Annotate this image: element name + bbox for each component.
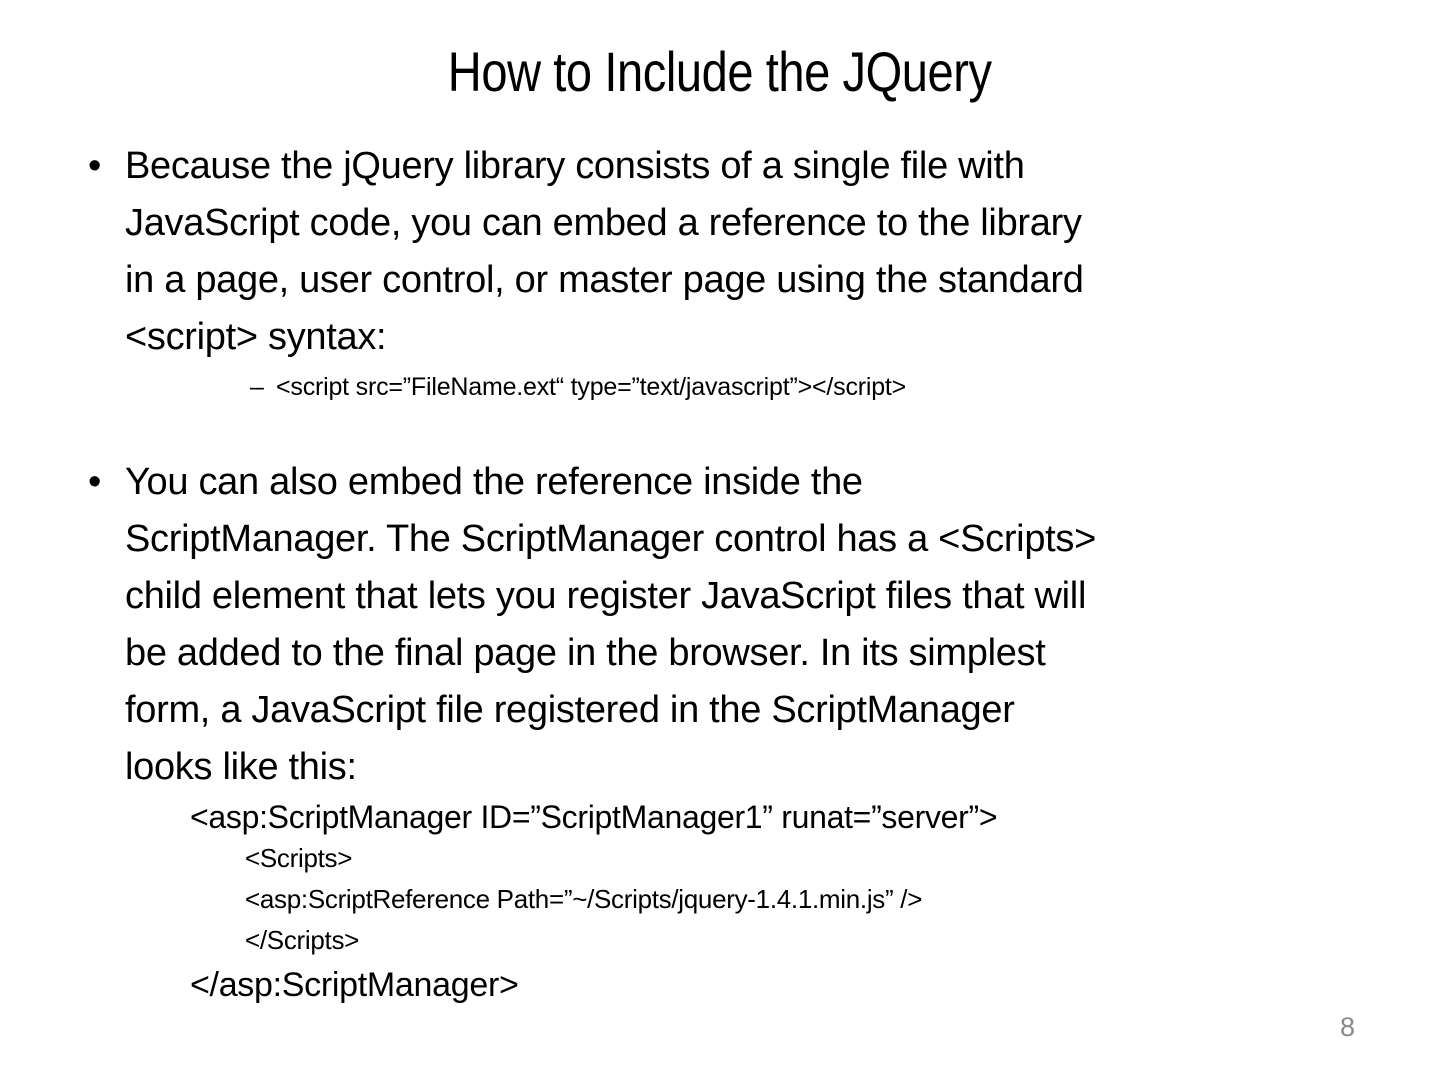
- bullet-1-line: <script> syntax:: [125, 316, 387, 358]
- bullet-2-line: looks like this:: [125, 746, 357, 788]
- code-line-scriptmanager-close: </asp:ScriptManager>: [190, 966, 519, 1004]
- slide-title-text: How to Include the JQuery: [448, 40, 992, 103]
- page-number: 8: [1339, 1012, 1355, 1042]
- code-line-scriptmanager-open: <asp:ScriptManager ID=”ScriptManager1” r…: [190, 799, 998, 835]
- bullet-item-1: • Because the jQuery library consists of…: [0, 138, 1440, 366]
- bullet-1-line: JavaScript code, you can embed a referen…: [125, 202, 1082, 244]
- bullet-dot-icon: •: [88, 145, 102, 187]
- bullet-1-line: Because the jQuery library consists of a…: [125, 145, 1025, 187]
- bullet-2-line: be added to the final page in the browse…: [125, 632, 1046, 674]
- bullet-dot-icon: •: [88, 461, 102, 503]
- bullet-2-line: You can also embed the reference inside …: [125, 461, 863, 503]
- bullet-2-line: ScriptManager. The ScriptManager control…: [125, 518, 1096, 560]
- bullet-2-line: form, a JavaScript file registered in th…: [125, 689, 1015, 731]
- slide-title: How to Include the JQuery: [0, 42, 1440, 102]
- code-line-scripts-open: <Scripts>: [245, 843, 353, 873]
- bullet-1-line: in a page, user control, or master page …: [125, 259, 1084, 301]
- dash-marker-icon: –: [250, 373, 264, 401]
- bullet-2-lines: You can also embed the reference inside …: [125, 454, 1096, 796]
- sub-bullet-code-line: – <script src=”FileName.ext“ type=”text/…: [0, 368, 1440, 406]
- sub-bullet-text: <script src=”FileName.ext“ type=”text/ja…: [276, 373, 907, 401]
- bullet-2-line: child element that lets you register Jav…: [125, 575, 1087, 617]
- bullet-item-2: • You can also embed the reference insid…: [0, 454, 1440, 796]
- code-line-scriptreference: <asp:ScriptReference Path=”~/Scripts/jqu…: [245, 884, 923, 914]
- code-line-scripts-close: </Scripts>: [245, 925, 360, 955]
- slide-body: • Because the jQuery library consists of…: [0, 138, 1440, 1009]
- code-block: <asp:ScriptManager ID=”ScriptManager1” r…: [0, 796, 1440, 1009]
- bullet-1-lines: Because the jQuery library consists of a…: [125, 138, 1084, 366]
